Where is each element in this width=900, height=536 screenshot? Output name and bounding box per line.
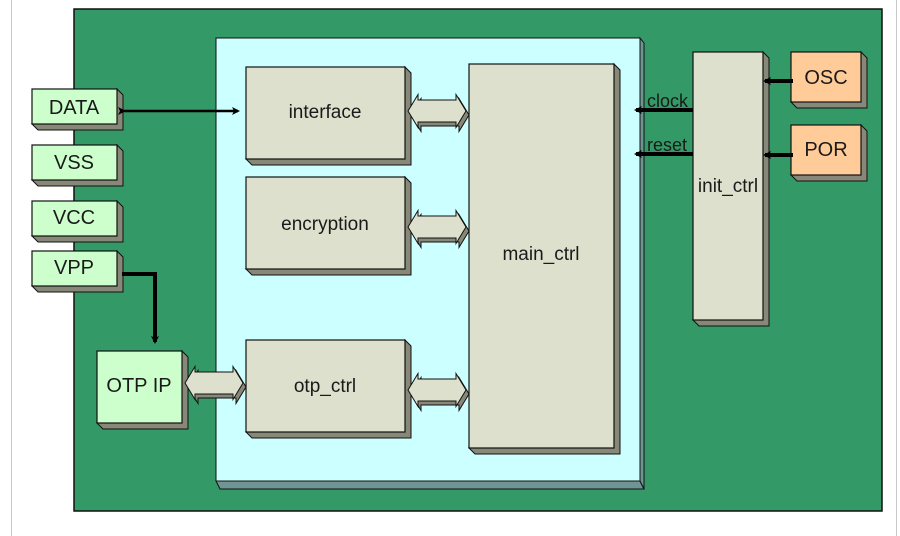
interface-label: interface: [289, 102, 362, 123]
encryption-label: encryption: [281, 214, 369, 235]
pin-vss: [30, 143, 124, 187]
otp-ip-block: [95, 349, 189, 430]
encryption-block: [244, 175, 412, 276]
osc-label: OSC: [804, 67, 847, 89]
init-ctrl-block: [691, 50, 770, 327]
pin-data: [30, 87, 124, 131]
pin-vpp: [30, 249, 124, 293]
otp-ctrl-label: otp_ctrl: [294, 376, 356, 397]
por-block: [789, 123, 868, 182]
otp-ip-ctrl-bus: [184, 364, 247, 406]
right-border-line: [896, 0, 897, 536]
pin-vcc: [30, 199, 124, 243]
otp-ip-label: OTP IP: [106, 375, 171, 397]
pin-vcc-label: VCC: [53, 207, 95, 229]
encryption-main-bus: [407, 208, 470, 250]
por-label: POR: [804, 139, 847, 161]
vpp-otp-connection: [122, 272, 159, 344]
reset-signal-label: reset: [647, 135, 687, 155]
left-border-line: [11, 0, 12, 536]
main-ctrl-label: main_ctrl: [502, 244, 579, 265]
pin-data-label: DATA: [49, 97, 100, 119]
otp-ctrl-main-bus: [407, 371, 470, 413]
interface-main-bus: [407, 92, 470, 134]
init-ctrl-label: init_ctrl: [698, 176, 758, 197]
pin-vss-label: VSS: [54, 152, 94, 174]
osc-block: [789, 50, 868, 109]
clock-signal-label: clock: [647, 91, 689, 111]
interface-block: [244, 65, 412, 166]
main-ctrl-block: [467, 62, 621, 455]
otp-ctrl-block: [244, 338, 412, 439]
pin-vpp-label: VPP: [54, 257, 94, 279]
